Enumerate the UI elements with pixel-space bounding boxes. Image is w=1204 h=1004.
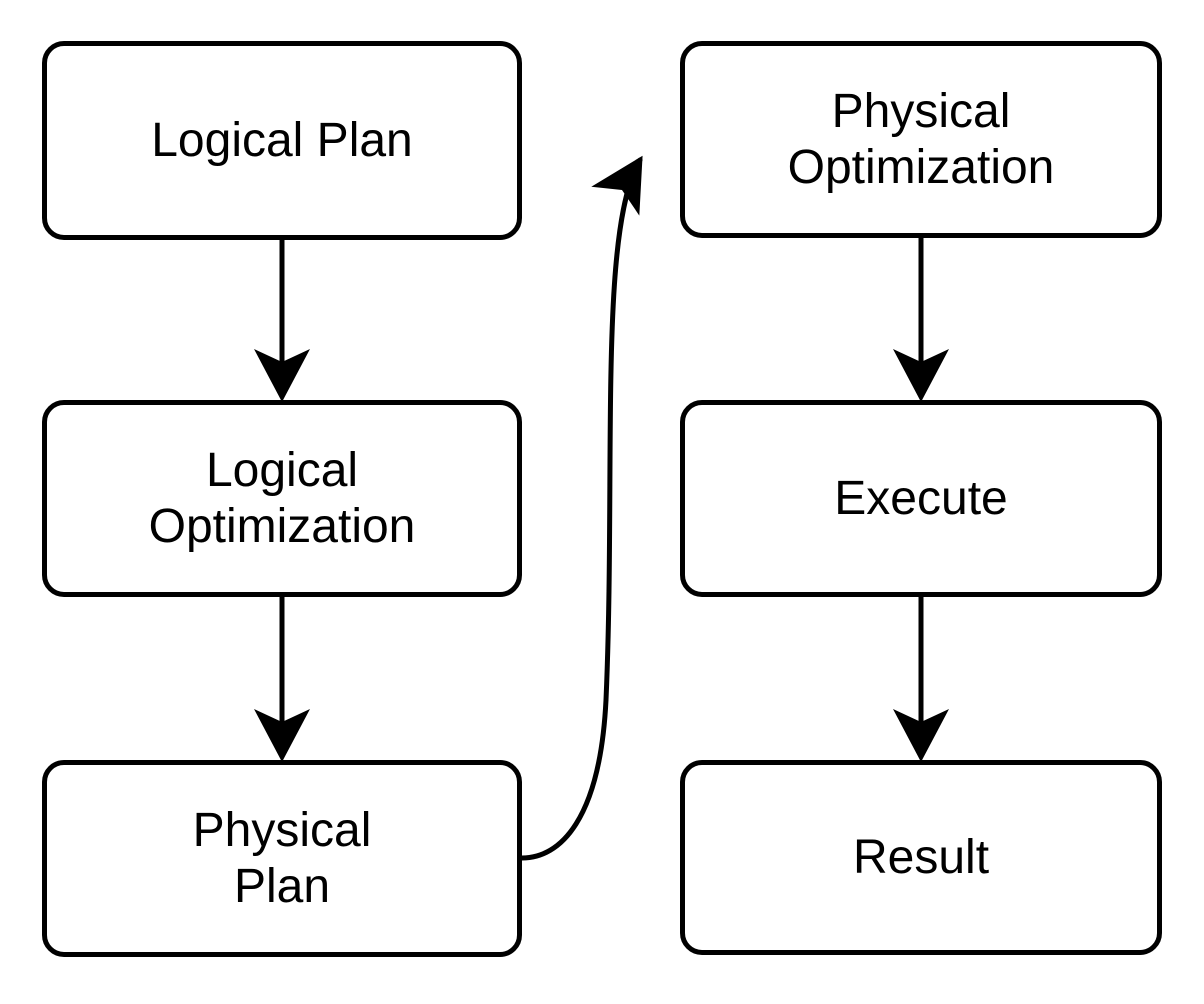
node-logical-plan-label: Logical Plan [151,113,413,167]
edge-physical-plan-to-physical-optimization [519,155,643,861]
node-execute[interactable]: Execute [680,400,1162,597]
node-physical-plan[interactable]: Physical Plan [42,760,522,957]
node-logical-optimization[interactable]: Logical Optimization [42,400,522,597]
node-logical-plan[interactable]: Logical Plan [42,41,522,240]
node-physical-plan-label: Physical Plan [192,803,372,913]
node-physical-optimization[interactable]: Physical Optimization [680,41,1162,238]
node-result[interactable]: Result [680,760,1162,955]
node-result-label: Result [852,830,990,884]
node-physical-optimization-label: Physical Optimization [787,84,1055,194]
node-execute-label: Execute [834,471,1008,525]
node-logical-optimization-label: Logical Optimization [148,443,416,553]
